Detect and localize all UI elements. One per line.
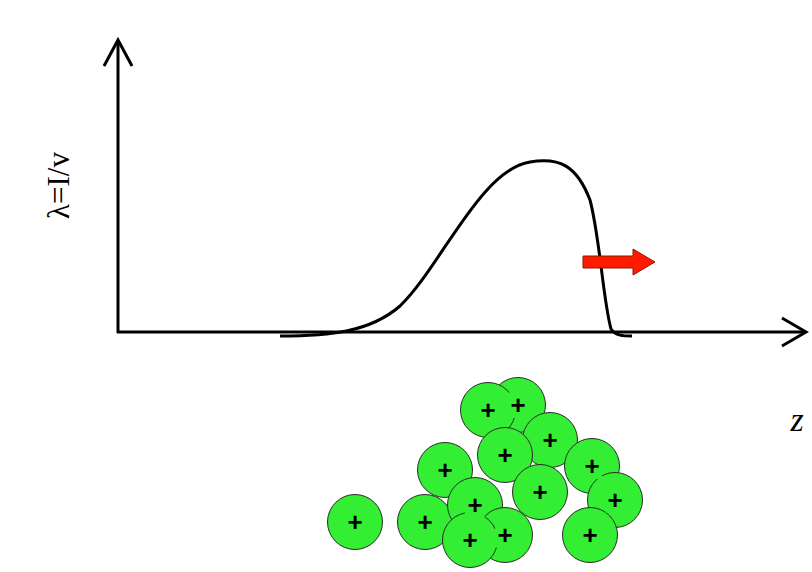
charge-sign: + <box>580 522 599 548</box>
charge-sign: + <box>495 522 514 548</box>
charge-sign: + <box>345 509 364 535</box>
charge-sign: + <box>582 453 601 479</box>
x-axis <box>117 331 804 334</box>
y-axis-arrowhead <box>104 40 132 66</box>
charge-sign: + <box>460 527 479 553</box>
charge-sign: + <box>465 492 484 518</box>
charge-sign: + <box>508 392 527 418</box>
charge-sign: + <box>435 457 454 483</box>
charge-sign: + <box>540 427 559 453</box>
charge-sign: + <box>415 509 434 535</box>
charge-sign: + <box>605 487 624 513</box>
direction-arrow <box>583 249 655 275</box>
charge-sign: + <box>495 442 514 468</box>
density-curve <box>280 161 632 336</box>
x-axis-arrowhead <box>782 318 806 346</box>
charge-circle: + <box>562 507 618 563</box>
charge-sign: + <box>530 479 549 505</box>
y-axis <box>117 42 120 333</box>
charge-circle: + <box>327 494 383 550</box>
y-axis-label: λ=I/v <box>42 152 73 219</box>
x-axis-label: z <box>791 403 804 437</box>
charge-circle: + <box>442 512 498 568</box>
charge-sign: + <box>478 397 497 423</box>
